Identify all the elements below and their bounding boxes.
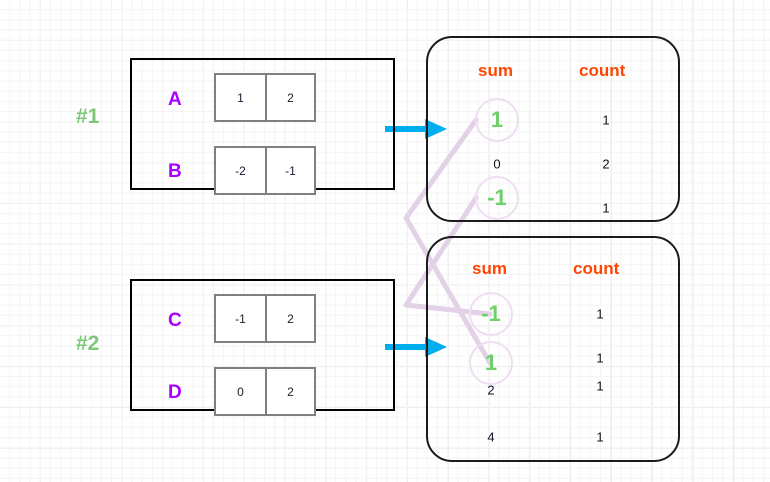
group-label-2: #2	[76, 332, 100, 355]
top-table-count-2: 1	[602, 200, 610, 216]
cell-a-1: 2	[265, 75, 314, 120]
bottom-table-count-3: 1	[596, 429, 604, 445]
link-line-minus-one	[403, 195, 493, 317]
top-table-header-sum: sum	[478, 61, 513, 80]
row-cells-c: -1 2	[214, 294, 316, 343]
cell-b-1: -1	[265, 148, 314, 193]
top-table-count-0: 1	[602, 112, 610, 128]
bottom-table-header-sum: sum	[472, 259, 507, 278]
cell-d-0: 0	[237, 384, 244, 399]
row-letter-a: A	[168, 89, 182, 110]
row-cells-b: -2 -1	[214, 146, 316, 195]
bottom-table-sum-3: 4	[487, 429, 495, 445]
cell-c-1: 2	[265, 296, 314, 341]
bottom-table-count-1: 1	[596, 350, 604, 366]
row-letter-d: D	[168, 382, 182, 403]
group-label-1: #1	[76, 105, 100, 128]
top-table-header-count: count	[579, 61, 626, 80]
top-table-sum-2: -1	[487, 185, 507, 210]
bottom-table-count-0: 1	[596, 306, 604, 322]
arrow-group2-to-bottom-table	[385, 337, 447, 357]
row-letter-b: B	[168, 161, 182, 182]
cell-a-0: 1	[237, 90, 244, 105]
row-letter-c: C	[168, 310, 182, 331]
bottom-table-sum-0: -1	[481, 301, 501, 326]
bottom-result-table: sum count	[426, 236, 680, 462]
top-result-table: sum count	[426, 36, 680, 222]
group-block-1: A 1 2 B -2 -1	[130, 58, 395, 195]
bottom-table-header-count: count	[573, 259, 620, 278]
bottom-table-count-2: 1	[596, 378, 604, 394]
arrow-group1-to-top-table	[385, 119, 447, 139]
link-line-one	[403, 117, 493, 366]
bottom-table-sum-2: 2	[487, 382, 495, 398]
top-table-sum-0: 1	[490, 107, 504, 132]
row-cells-d: 0 2	[214, 367, 316, 416]
row-cells-a: 1 2	[214, 73, 316, 122]
group-block-2: C -1 2 D 0 2	[130, 279, 395, 416]
top-table-count-1: 2	[602, 156, 610, 172]
cell-c-0: -1	[235, 311, 246, 326]
cell-d-1: 2	[265, 369, 314, 414]
bottom-table-sum-1: 1	[484, 350, 498, 375]
top-table-sum-1: 0	[493, 156, 501, 172]
cell-b-0: -2	[235, 163, 246, 178]
